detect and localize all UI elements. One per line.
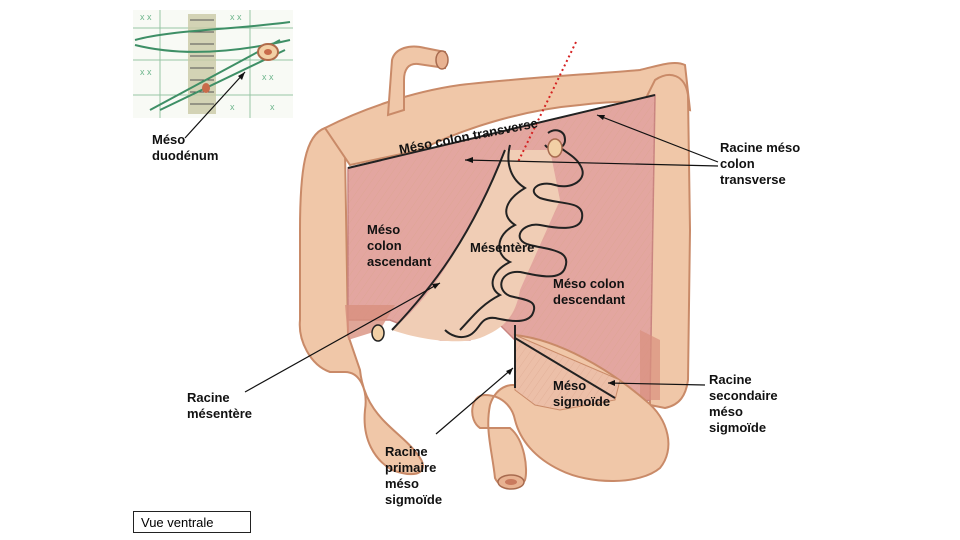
svg-text:x x: x x <box>230 12 242 22</box>
svg-text:x x: x x <box>262 72 274 82</box>
view-label: Vue ventrale <box>141 515 214 530</box>
svg-text:x: x <box>230 102 235 112</box>
label-meso-colon-ascendant: Méso colon ascendant <box>367 222 432 269</box>
sigmoid-colon <box>471 333 670 489</box>
label-racine-meso-colon-transverse: Racine méso colon transverse <box>720 140 801 187</box>
svg-text:x x: x x <box>140 12 152 22</box>
label-meso-sigmoide: Méso sigmoïde <box>553 378 611 409</box>
label-racine-mesentere: Racine mésentère <box>187 390 253 421</box>
transverse-colon <box>323 61 692 167</box>
label-racine-secondaire-meso-sigmoide: Racine secondaire méso sigmoïde <box>709 372 778 435</box>
root-meso-colon-transverse <box>347 94 656 169</box>
mesentere-fan <box>392 150 560 342</box>
red-dotted-line <box>517 41 577 163</box>
label-mesentere: Mésentère <box>470 240 535 255</box>
svg-text:x x: x x <box>140 67 152 77</box>
root-meso-sigmoide-secondaire <box>514 337 616 399</box>
label-meso-duodenum: Méso duodénum <box>152 132 219 163</box>
label-racine-primaire-meso-sigmoide: Racine primaire méso sigmoïde <box>385 444 443 507</box>
svg-text:x: x <box>270 102 275 112</box>
label-meso-colon-descendant: Méso colon descendant <box>553 276 626 307</box>
inset-thumbnail: x x x x x x x x x x <box>133 10 293 118</box>
ascending-colon <box>298 126 424 475</box>
view-label-box: Vue ventrale <box>133 511 251 533</box>
